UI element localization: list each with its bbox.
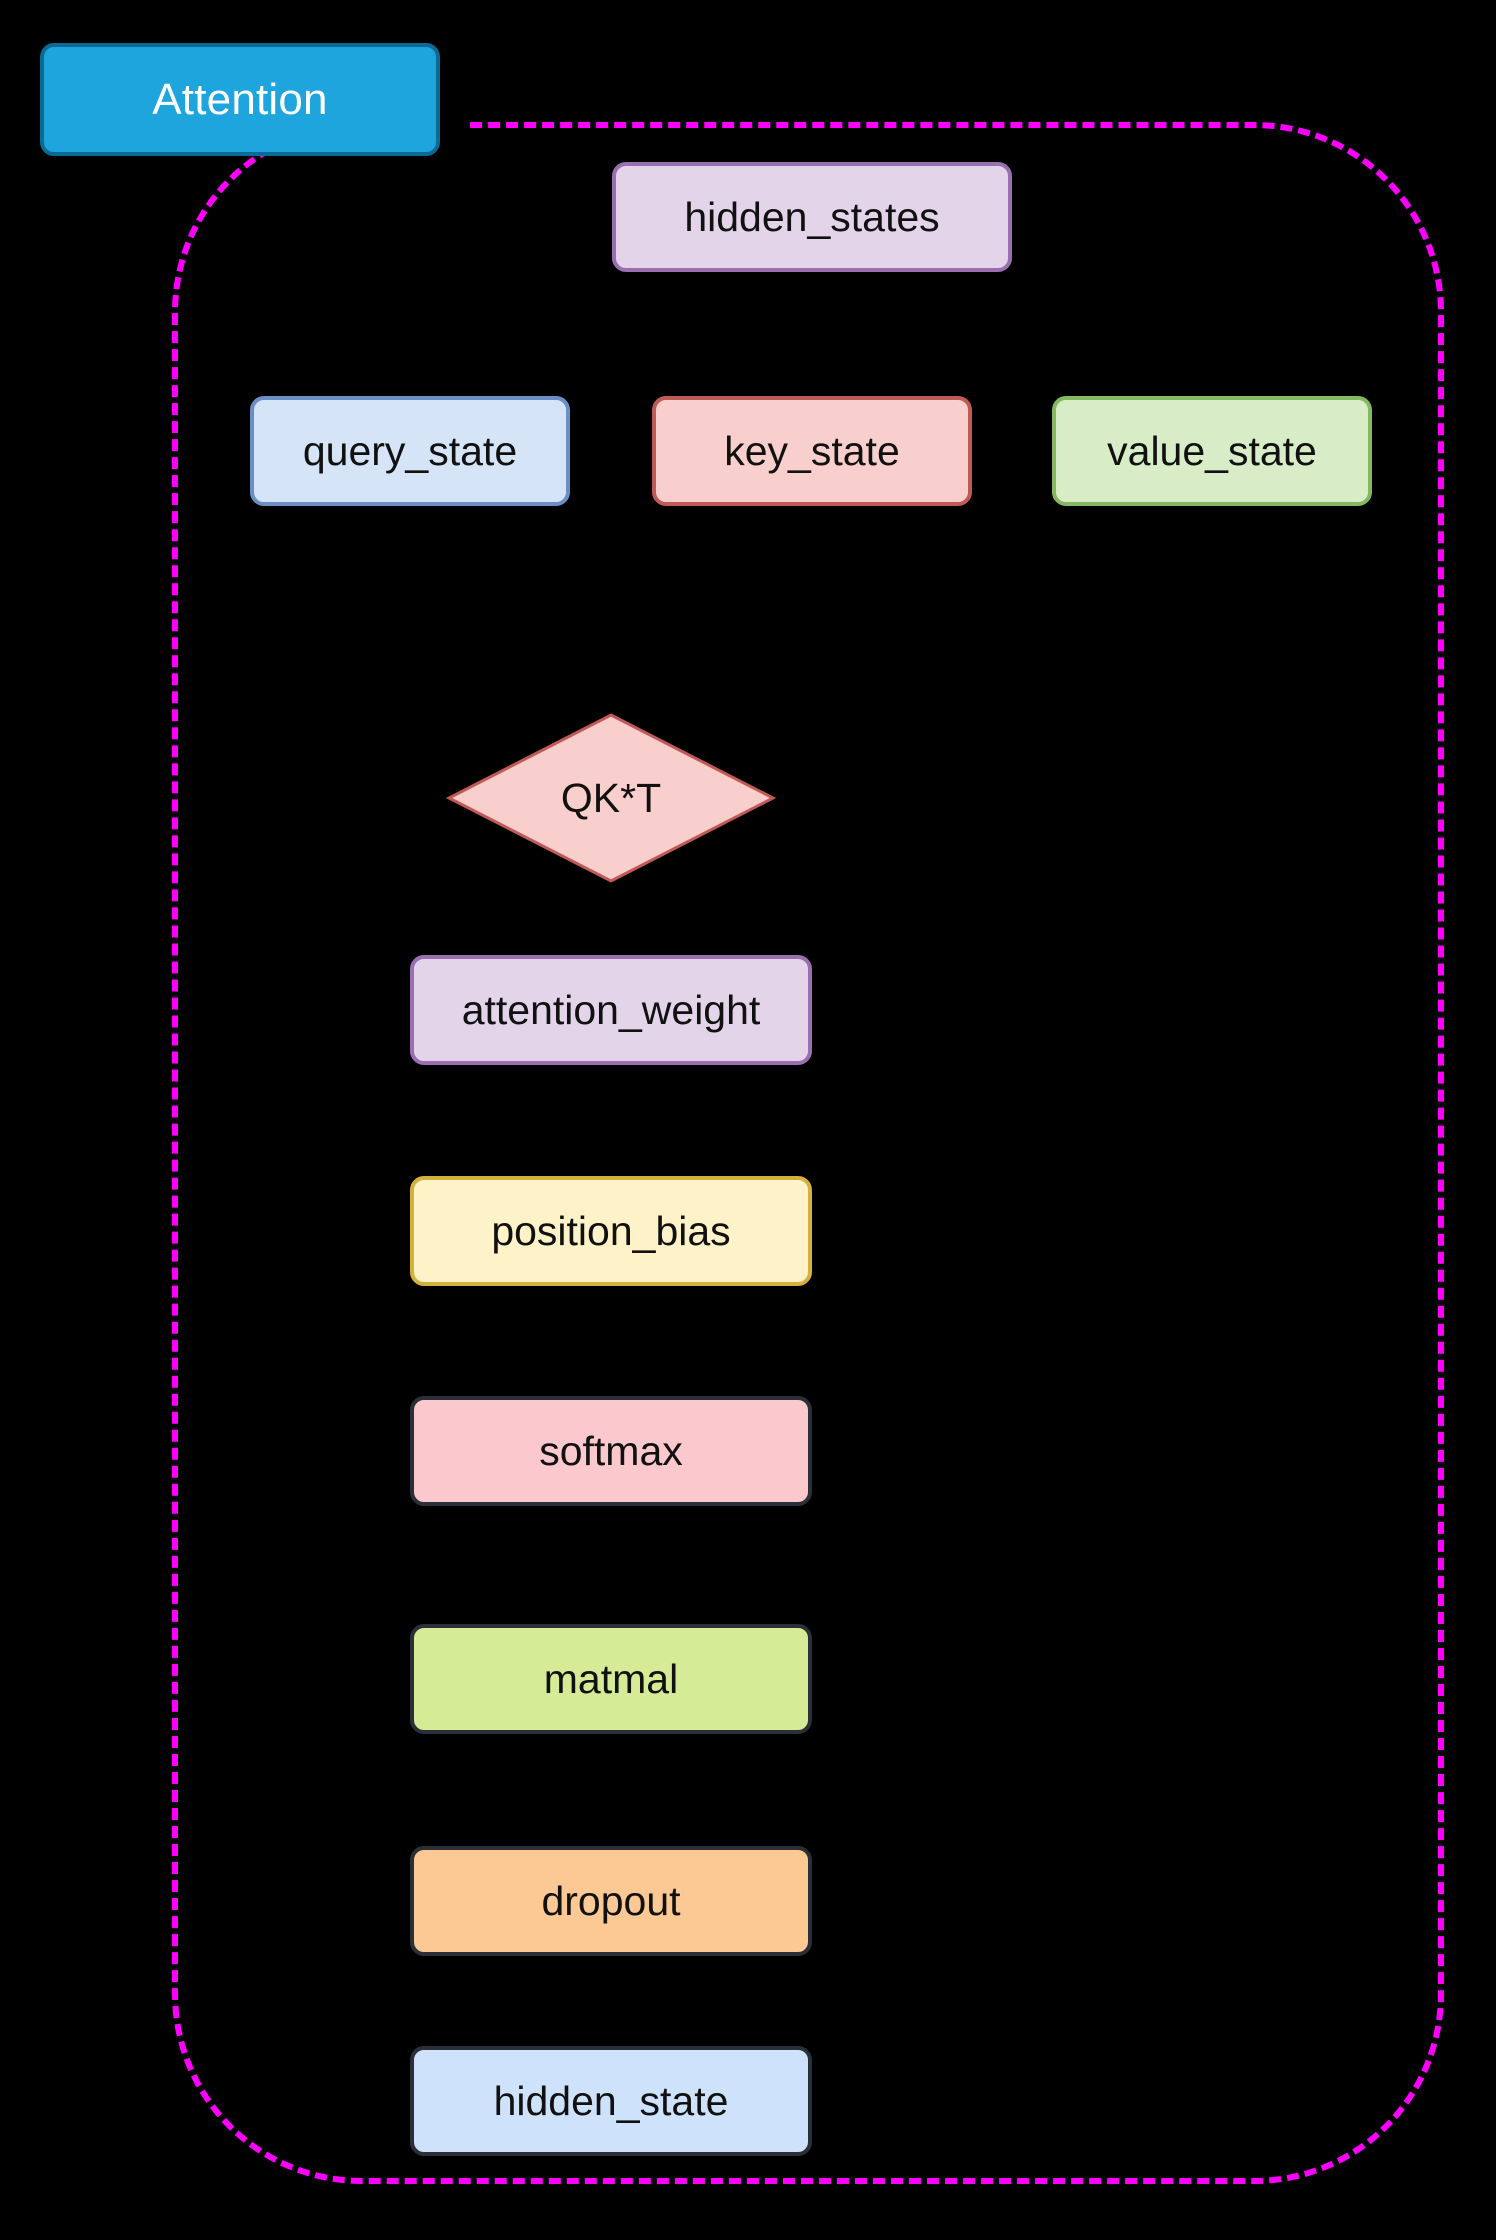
node-softmax[interactable]: softmax — [410, 1396, 812, 1506]
node-hidden-states[interactable]: hidden_states — [612, 162, 1012, 272]
node-label: QK*T — [560, 774, 662, 821]
node-query-state[interactable]: query_state — [250, 396, 570, 506]
node-label: softmax — [539, 1427, 683, 1474]
node-label: query_state — [302, 427, 518, 474]
subgraph-title-attention[interactable]: Attention — [40, 43, 440, 156]
node-label: position_bias — [491, 1207, 731, 1254]
node-qkt-diamond[interactable]: QK*T — [446, 712, 776, 884]
node-label: dropout — [541, 1877, 681, 1924]
node-label: attention_weight — [461, 986, 761, 1033]
node-label: hidden_states — [684, 193, 940, 240]
node-dropout[interactable]: dropout — [410, 1846, 812, 1956]
subgraph-frame-attention — [172, 122, 1444, 2184]
diamond-shape-icon — [446, 713, 776, 883]
node-position-bias[interactable]: position_bias — [410, 1176, 812, 1286]
node-key-state[interactable]: key_state — [652, 396, 972, 506]
node-hidden-state[interactable]: hidden_state — [410, 2046, 812, 2156]
node-label: value_state — [1107, 427, 1317, 474]
node-label: key_state — [724, 427, 900, 474]
subgraph-title-label: Attention — [152, 74, 328, 124]
node-label: hidden_state — [493, 2077, 729, 2124]
node-value-state[interactable]: value_state — [1052, 396, 1372, 506]
node-matmal[interactable]: matmal — [410, 1624, 812, 1734]
node-label: matmal — [543, 1655, 679, 1702]
node-attention-weight[interactable]: attention_weight — [410, 955, 812, 1065]
